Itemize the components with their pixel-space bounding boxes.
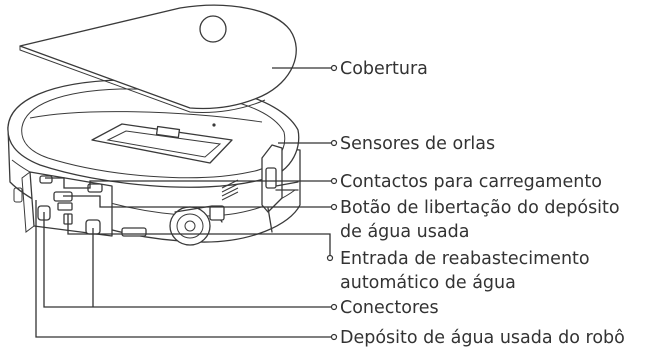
label-cover: Cobertura (340, 59, 428, 79)
label-refill-inlet-line2: automático de água (340, 273, 516, 293)
leader-charging-contacts (45, 177, 334, 189)
label-connectors: Conectores (340, 298, 439, 318)
leader-end-dot (330, 303, 338, 311)
robot-side-parts (121, 144, 299, 246)
cover-lid (19, 4, 297, 113)
leader-robot-tank (35, 200, 334, 338)
label-refill-inlet-line1: Entrada de reabastecimento (340, 249, 590, 269)
drive-wheel (169, 205, 225, 246)
label-charging-contacts: Contactos para carregamento (340, 172, 602, 192)
label-robot-tank: Depósito de água usada do robô (340, 328, 625, 348)
leader-end-dot (330, 64, 338, 72)
label-edge-sensors: Sensores de orlas (340, 134, 495, 154)
leader-refill-inlet (67, 214, 331, 256)
leader-lines (35, 64, 338, 341)
dock-panel (13, 171, 113, 237)
leader-end-dot (330, 177, 338, 185)
leader-release-button (63, 195, 334, 208)
label-release-button-line2: de água usada (340, 222, 469, 242)
leader-end-dot (330, 139, 338, 147)
callout-labels: Cobertura Sensores de orlas Contactos pa… (340, 59, 625, 348)
leader-connectors (43, 212, 334, 308)
label-release-button-line1: Botão de libertação do depósito (340, 198, 620, 218)
leader-end-dot (330, 333, 338, 341)
leader-end-dot (330, 203, 338, 211)
robot-illustration (7, 4, 301, 246)
leader-end-dot (326, 254, 334, 262)
